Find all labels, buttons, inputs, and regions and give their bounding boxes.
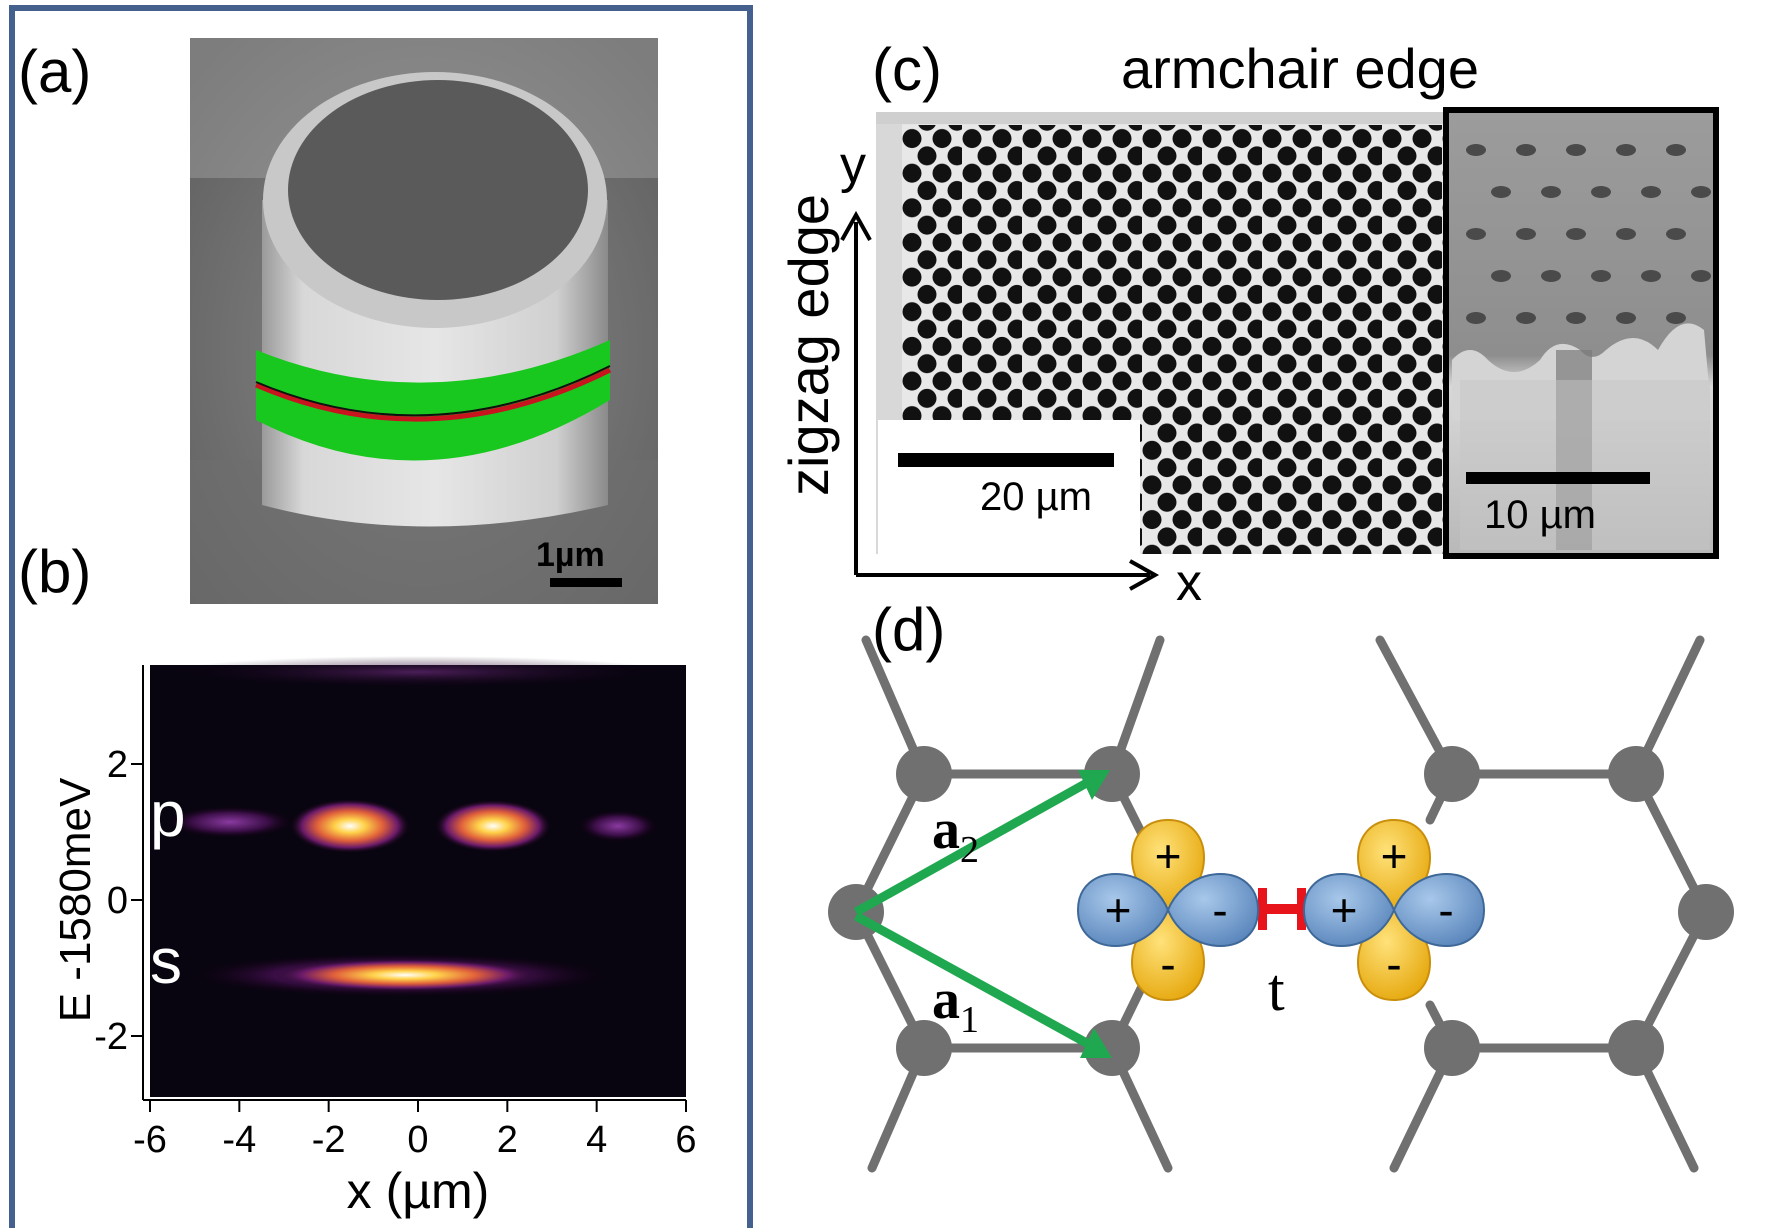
- red-mode-ring: [255, 367, 612, 422]
- x-tick-label: 6: [675, 1119, 696, 1161]
- axis-x-label: x: [1176, 554, 1202, 612]
- orbital-left-top-sign: +: [1155, 830, 1182, 882]
- inset-hole: [1641, 186, 1661, 198]
- scale-bar-a: [550, 578, 622, 587]
- mode-p-label: p: [150, 778, 186, 850]
- x-tick-label: 4: [586, 1119, 607, 1161]
- scale-bar-main: [898, 453, 1114, 467]
- inset-hole: [1666, 228, 1686, 240]
- inset-hole: [1466, 312, 1486, 324]
- scale-box-main: [878, 420, 1140, 554]
- inset-hole: [1691, 186, 1711, 198]
- inset-hole: [1516, 312, 1536, 324]
- x-axis-label: x (µm): [347, 1163, 490, 1219]
- x-tick-label: -2: [312, 1119, 346, 1161]
- panel-b-label: (b): [18, 538, 91, 605]
- inset-hole: [1491, 270, 1511, 282]
- vector-a1-arrow: [853, 912, 1095, 1050]
- hopping-link: [1258, 888, 1306, 930]
- lattice-site: [1608, 746, 1664, 802]
- inset-hole: [1566, 312, 1586, 324]
- hopping-label: t: [1268, 957, 1285, 1023]
- green-mode-band: [256, 340, 610, 461]
- inset-hole: [1666, 312, 1686, 324]
- x-ticks: -6 -4 -2 0 2 4 6: [133, 1100, 697, 1161]
- orbital-right-bottom-sign: -: [1386, 938, 1401, 990]
- orbital-right-right-sign: -: [1438, 884, 1453, 936]
- lattice-site: [1424, 746, 1480, 802]
- inset-sem: 10 µm: [1443, 107, 1719, 559]
- inset-hole: [1691, 270, 1711, 282]
- inset-hole: [1591, 186, 1611, 198]
- scale-bar-inset-label: 10 µm: [1484, 493, 1596, 537]
- armchair-edge-label: armchair edge: [1121, 37, 1479, 100]
- lattice-micrograph: 20 µm: [876, 112, 1444, 554]
- orbital-left-bottom-sign: -: [1160, 938, 1175, 990]
- lattice-vectors: [853, 770, 1112, 1058]
- inset-hole: [1566, 228, 1586, 240]
- inset-hole: [1466, 144, 1486, 156]
- y-tick-label: 0: [107, 880, 128, 922]
- inset-hole: [1541, 270, 1561, 282]
- spectrum-image: [150, 665, 686, 1097]
- panel-a-label: (a): [18, 38, 91, 105]
- y-tick-label: -2: [94, 1016, 128, 1058]
- lattice-site: [896, 1020, 952, 1076]
- lattice-site: [1608, 1020, 1664, 1076]
- lattice-site: [1424, 1020, 1480, 1076]
- p-orbital-left: + - + -: [1076, 818, 1260, 1002]
- inset-hole: [1466, 228, 1486, 240]
- inset-hole: [1566, 144, 1586, 156]
- x-tick-label: 0: [407, 1119, 428, 1161]
- vector-a1-label: a1: [932, 969, 979, 1041]
- lattice-site: [896, 746, 952, 802]
- p-mode-right-weak: [578, 810, 658, 842]
- y-tick-label: 2: [107, 744, 128, 786]
- orbital-left-left-sign: +: [1105, 884, 1132, 936]
- x-tick-label: 2: [497, 1119, 518, 1161]
- y-axis-label: E -1580meV: [51, 777, 100, 1022]
- vector-a2-arrow: [853, 776, 1095, 916]
- x-tick-label: -4: [222, 1119, 256, 1161]
- orbital-right-top-sign: +: [1381, 830, 1408, 882]
- scale-bar-inset: [1466, 472, 1650, 484]
- scale-bar-a-label: 1µm: [536, 536, 605, 574]
- inset-hole: [1491, 186, 1511, 198]
- vector-a2-label: a2: [932, 799, 979, 871]
- inset-hole: [1641, 270, 1661, 282]
- mode-s-label: s: [150, 925, 182, 997]
- p-mode-lobe-right: [435, 800, 551, 852]
- panel-c-label: (c): [872, 36, 942, 103]
- panel-d-label: (d): [872, 596, 945, 663]
- inset-hole: [1616, 312, 1636, 324]
- p-mode-left-weak: [166, 806, 294, 838]
- p-orbital-right: + - + -: [1302, 818, 1486, 1002]
- inset-hole: [1591, 270, 1611, 282]
- inset-hole: [1516, 228, 1536, 240]
- axis-y-label: y: [840, 136, 866, 194]
- left-panel-frame: [9, 5, 753, 1228]
- inset-hole: [1666, 144, 1686, 156]
- inset-hole: [1516, 144, 1536, 156]
- inset-hole: [1616, 144, 1636, 156]
- orbital-right-left-sign: +: [1331, 884, 1358, 936]
- inset-holes: [1466, 144, 1711, 324]
- y-ticks: 2 0 -2: [94, 744, 143, 1058]
- scale-bar-main-label: 20 µm: [980, 475, 1092, 519]
- orbital-left-right-sign: -: [1212, 884, 1227, 936]
- inset-hole: [1541, 186, 1561, 198]
- s-mode-glow: [275, 959, 535, 991]
- spectrum-plot: p s -6 -4 -2 0 2 4 6 2 0 -2 x (µm) E -1580meV: [51, 656, 697, 1219]
- p-mode-lobe-left: [290, 799, 410, 853]
- x-tick-label: -6: [133, 1119, 167, 1161]
- sem-pillar-image: 1µm: [190, 38, 658, 604]
- zigzag-edge-label: zigzag edge: [777, 194, 840, 496]
- lattice-site: [1084, 1020, 1140, 1076]
- inset-hole: [1616, 228, 1636, 240]
- lattice-site: [1678, 884, 1734, 940]
